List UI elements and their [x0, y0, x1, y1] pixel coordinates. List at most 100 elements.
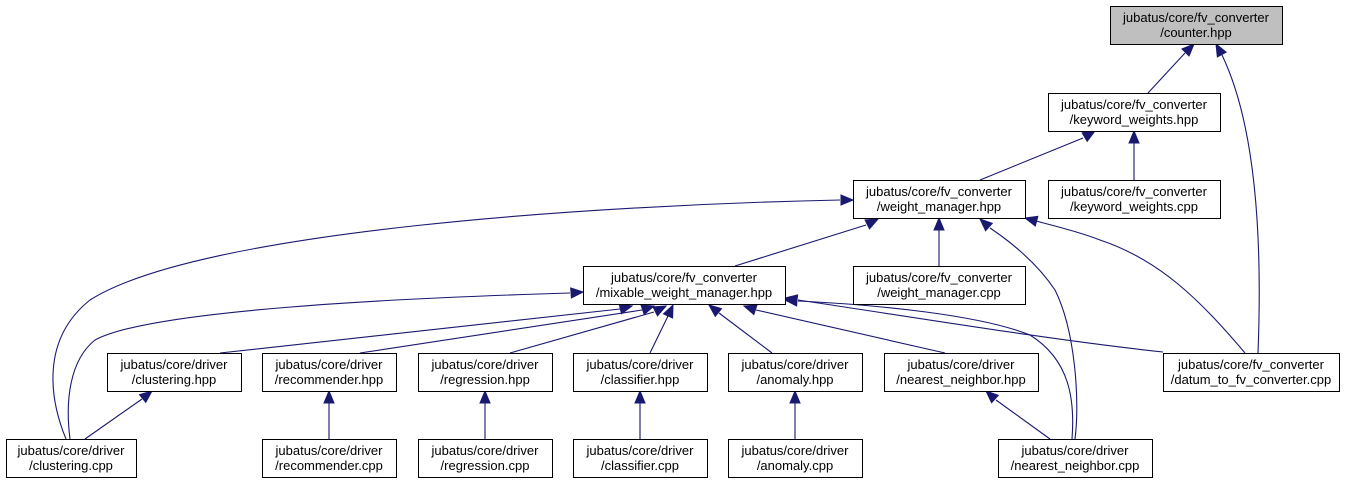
node-label-line1: jubatus/core/driver [1021, 443, 1130, 458]
node-regression-cpp[interactable]: jubatus/core/driver/regression.cpp [418, 439, 553, 478]
arrowhead-icon [138, 390, 154, 404]
node-keyword-weights-hpp[interactable]: jubatus/core/fv_converter/keyword_weight… [1048, 93, 1221, 132]
node-nearest-neighbor-hpp[interactable]: jubatus/core/driver/nearest_neighbor.hpp [884, 353, 1039, 392]
node-label-line1: jubatus/core/fv_converter [1122, 10, 1270, 25]
node-box[interactable] [853, 180, 1026, 219]
edge-line [1147, 52, 1186, 94]
node-label-line2: /mixable_weight_manager.hpp [596, 285, 772, 300]
arrowhead-icon [783, 295, 798, 307]
node-counter-hpp[interactable]: jubatus/core/fv_converter/counter.hpp [1110, 6, 1283, 45]
arrowhead-icon [789, 389, 801, 404]
edge-anomaly-cpp-to-anomaly-hpp [789, 389, 801, 439]
arrowhead-icon [640, 304, 656, 316]
node-recommender-hpp[interactable]: jubatus/core/driver/recommender.hpp [262, 353, 397, 392]
node-box[interactable] [573, 439, 708, 478]
node-clustering-cpp[interactable]: jubatus/core/driver/clustering.cpp [6, 439, 137, 478]
edge-classifier-cpp-to-classifier-hpp [634, 389, 646, 439]
node-label-line1: jubatus/core/fv_converter [865, 270, 1013, 285]
node-label-line2: /nearest_neighbor.cpp [1011, 458, 1140, 473]
node-regression-hpp[interactable]: jubatus/core/driver/regression.hpp [418, 353, 553, 392]
node-classifier-hpp[interactable]: jubatus/core/driver/classifier.hpp [573, 353, 708, 392]
arrowhead-icon [662, 303, 674, 319]
node-label-line2: /weight_manager.hpp [877, 199, 1001, 214]
node-box[interactable] [418, 353, 553, 392]
node-box[interactable] [853, 266, 1026, 305]
node-nearest-neighbor-cpp[interactable]: jubatus/core/driver/nearest_neighbor.cpp [998, 439, 1153, 478]
node-label-line2: /recommender.cpp [275, 458, 383, 473]
edge-line [755, 309, 946, 354]
arrowhead-icon [742, 304, 758, 316]
node-label-line1: jubatus/core/driver [431, 443, 540, 458]
arrowhead-icon [570, 287, 585, 299]
arrowhead-icon [1181, 43, 1195, 57]
edge-line [734, 224, 867, 267]
edge-recommender-cpp-to-recommender-hpp [323, 389, 335, 439]
edge-clustering-hpp-to-mixable-weight-manager-hpp [219, 303, 634, 354]
node-box[interactable] [262, 439, 397, 478]
node-box[interactable] [6, 439, 137, 478]
arrowhead-icon [933, 216, 945, 231]
node-label-line1: jubatus/core/fv_converter [610, 270, 758, 285]
arrowhead-icon [985, 390, 1000, 404]
arrowhead-icon [864, 218, 880, 230]
edge-weight-manager-cpp-to-weight-manager-hpp [933, 216, 945, 266]
node-label-line1: jubatus/core/driver [275, 357, 384, 372]
edge-nearest-neighbor-cpp-to-weight-manager-hpp [979, 218, 1078, 440]
node-label-line1: jubatus/core/fv_converter [865, 184, 1013, 199]
node-mixable-weight-manager-hpp[interactable]: jubatus/core/fv_converter/mixable_weight… [583, 266, 786, 305]
edge-clustering-cpp-to-clustering-hpp [84, 390, 154, 440]
node-weight-manager-hpp[interactable]: jubatus/core/fv_converter/weight_manager… [853, 180, 1026, 219]
node-box[interactable] [728, 353, 863, 392]
edge-line [359, 309, 643, 354]
node-label-line2: /keyword_weights.hpp [1070, 112, 1199, 127]
node-label-line2: /keyword_weights.cpp [1070, 199, 1198, 214]
node-box[interactable] [107, 353, 242, 392]
node-box[interactable] [418, 439, 553, 478]
arrowhead-icon [1128, 129, 1140, 144]
node-label-line2: /classifier.hpp [601, 372, 680, 387]
node-label-line2: /nearest_neighbor.hpp [896, 372, 1025, 387]
node-box[interactable] [998, 439, 1153, 478]
node-datum-to-fv-converter-cpp[interactable]: jubatus/core/fv_converter/datum_to_fv_co… [1163, 353, 1340, 392]
node-box[interactable] [583, 266, 786, 305]
node-label-line2: /recommender.hpp [275, 372, 383, 387]
node-box[interactable] [728, 439, 863, 478]
arrowhead-icon [979, 218, 994, 232]
node-box[interactable] [1110, 6, 1283, 45]
edge-recommender-hpp-to-mixable-weight-manager-hpp [359, 304, 656, 354]
node-anomaly-cpp[interactable]: jubatus/core/driver/anomaly.cpp [728, 439, 863, 478]
arrowhead-icon [618, 303, 634, 315]
edge-line [219, 308, 621, 354]
node-box[interactable] [1048, 180, 1221, 219]
node-anomaly-hpp[interactable]: jubatus/core/driver/anomaly.hpp [728, 353, 863, 392]
node-label-line2: /counter.hpp [1160, 25, 1232, 40]
node-label-line2: /clustering.cpp [29, 458, 113, 473]
node-keyword-weights-cpp[interactable]: jubatus/core/fv_converter/keyword_weight… [1048, 180, 1221, 219]
node-classifier-cpp[interactable]: jubatus/core/driver/classifier.cpp [573, 439, 708, 478]
edge-anomaly-hpp-to-mixable-weight-manager-hpp [707, 304, 773, 354]
node-box[interactable] [884, 353, 1039, 392]
arrowhead-icon [323, 389, 335, 404]
node-label-line1: jubatus/core/fv_converter [1060, 184, 1208, 199]
node-clustering-hpp[interactable]: jubatus/core/driver/clustering.hpp [107, 353, 242, 392]
node-box[interactable] [262, 353, 397, 392]
node-box[interactable] [573, 353, 708, 392]
edge-line [52, 199, 841, 440]
node-box[interactable] [1048, 93, 1221, 132]
nodes-layer: jubatus/core/fv_converter/counter.hppjub… [6, 6, 1340, 478]
arrowhead-icon [1023, 215, 1039, 227]
edge-datum-to-fv-converter-cpp-to-counter-hpp [1215, 42, 1260, 354]
node-weight-manager-cpp[interactable]: jubatus/core/fv_converter/weight_manager… [853, 266, 1026, 305]
node-label-line1: jubatus/core/driver [431, 357, 540, 372]
node-label-line2: /regression.hpp [440, 372, 530, 387]
node-label-line1: jubatus/core/fv_converter [1177, 357, 1325, 372]
node-box[interactable] [1163, 353, 1340, 392]
node-label-line2: /datum_to_fv_converter.cpp [1171, 372, 1331, 387]
edge-line [649, 315, 669, 354]
arrowhead-icon [634, 389, 646, 404]
node-recommender-cpp[interactable]: jubatus/core/driver/recommender.cpp [262, 439, 397, 478]
edge-mixable-weight-manager-hpp-to-weight-manager-hpp [734, 218, 880, 267]
arrowhead-icon [840, 194, 855, 206]
edge-line [1035, 220, 1246, 354]
